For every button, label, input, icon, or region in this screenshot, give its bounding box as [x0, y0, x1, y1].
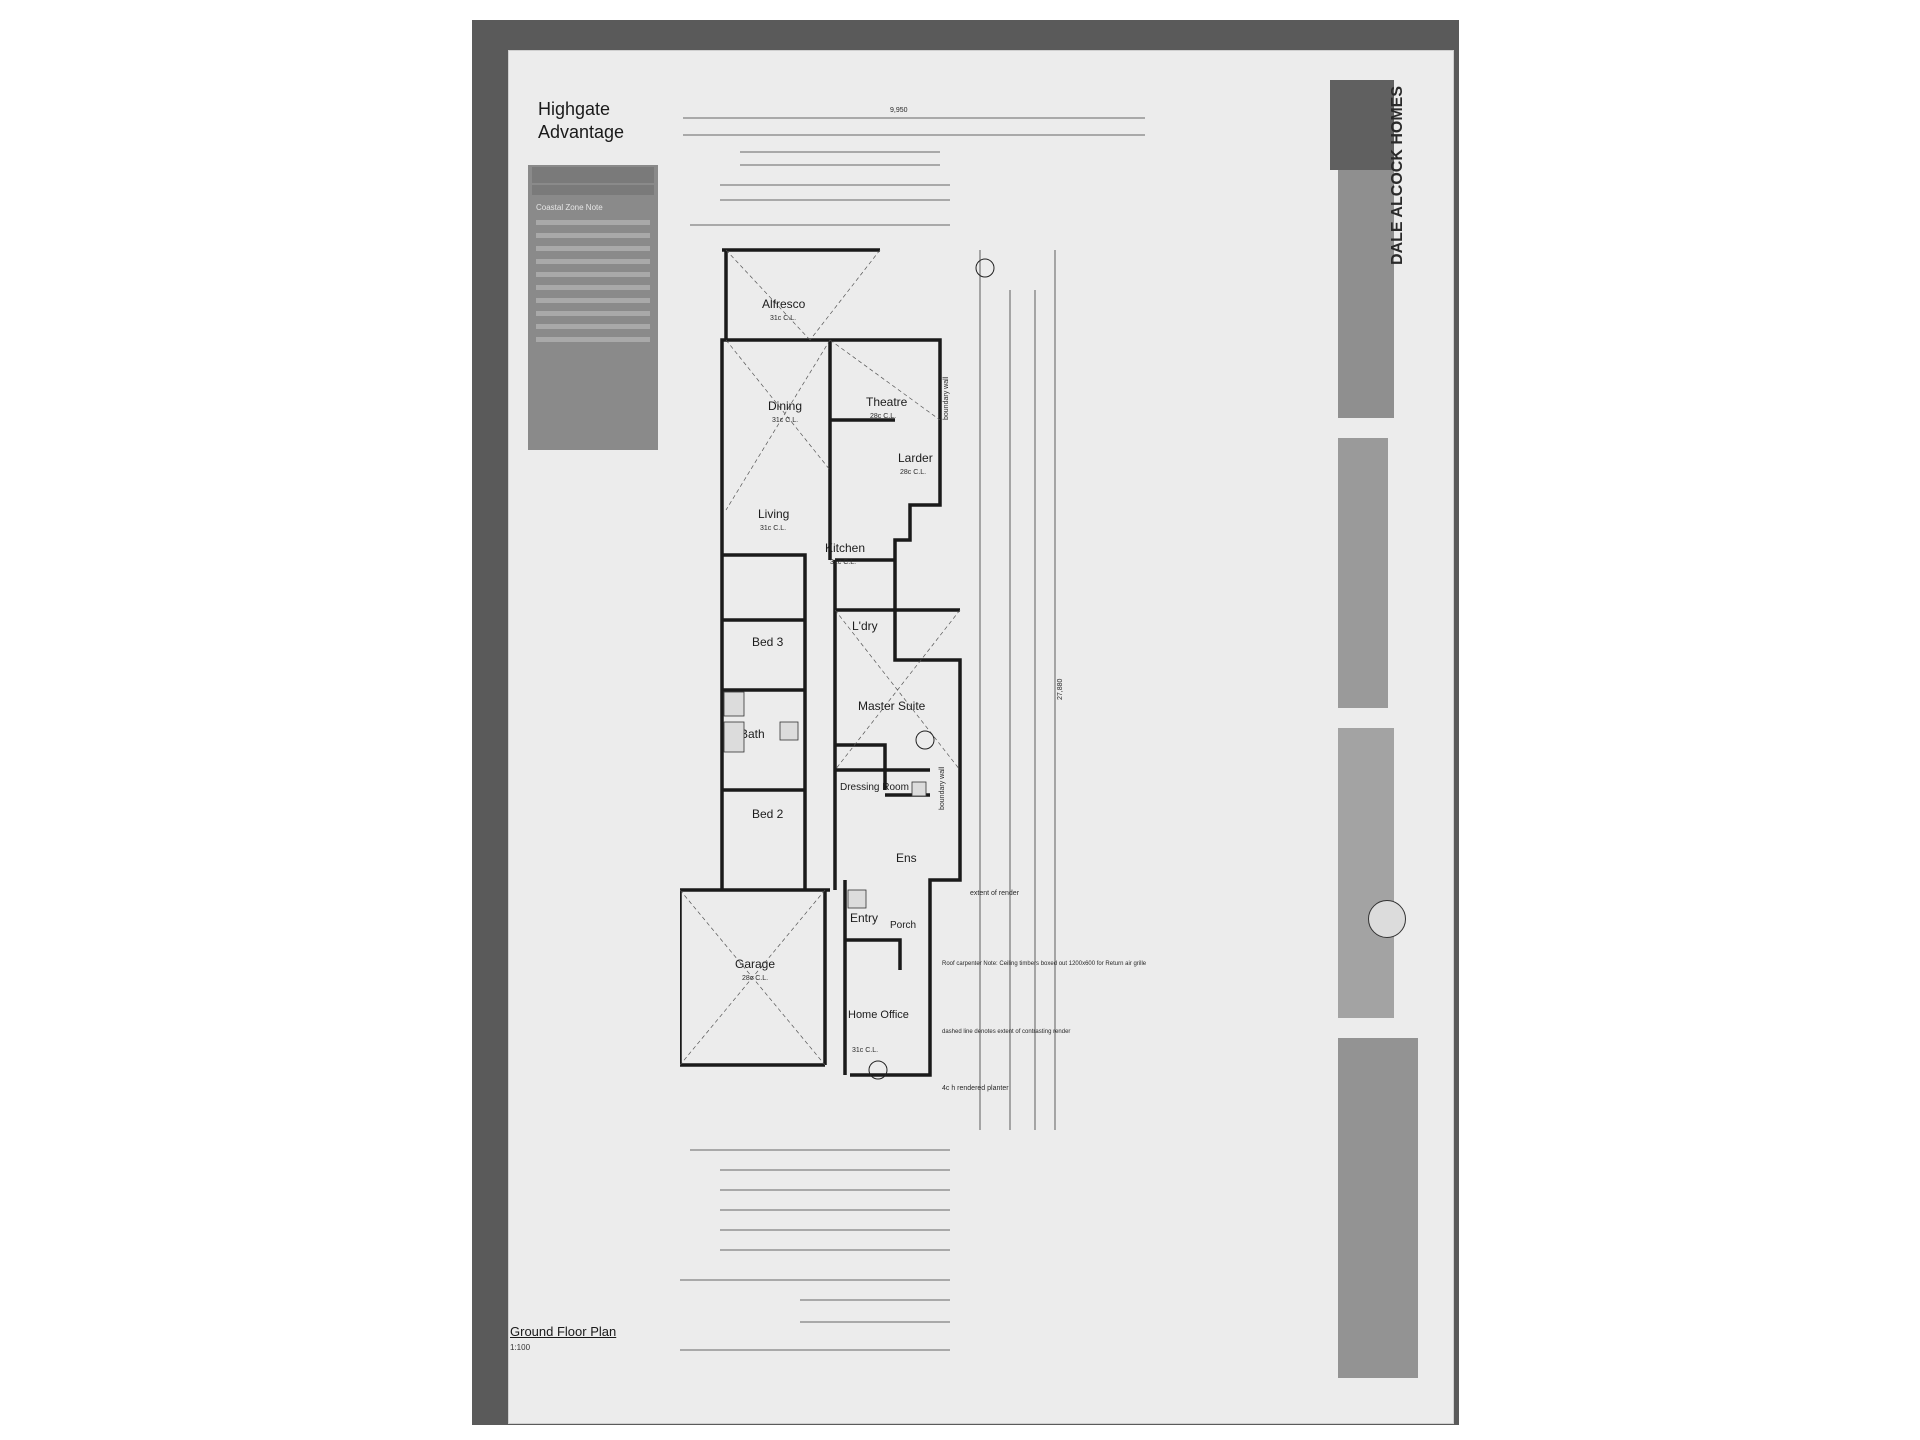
- boundary-wall-label: boundary wall: [943, 376, 950, 420]
- room-label-larder: Larder: [898, 451, 933, 465]
- note-line: [536, 324, 650, 329]
- bottom-dimensions: [680, 1149, 950, 1351]
- room-label-dressing-room: Dressing Room: [840, 782, 909, 793]
- note-line: [536, 220, 650, 225]
- ceiling-note: 31c C.L.: [770, 315, 796, 322]
- room-label-kitchen: Kitchen: [825, 541, 865, 555]
- room-label-alfresco: Alfresco: [762, 297, 806, 311]
- ceiling-note: 31c C.L.: [772, 417, 798, 424]
- builder-logo: [1330, 80, 1394, 170]
- room-label-ens: Ens: [896, 851, 917, 865]
- drawing-scale: 1:100: [510, 1343, 531, 1352]
- top-dimensions: [683, 117, 1145, 226]
- ceiling-note: 31c C.L.: [830, 559, 856, 566]
- room-label-bath: Bath: [740, 727, 765, 741]
- roof-carpenter-note: Roof carpenter Note: Ceiling timbers box…: [942, 961, 1147, 967]
- note-line: [536, 337, 650, 342]
- title-block-client: [1338, 438, 1388, 708]
- room-label-garage: Garage: [735, 957, 775, 971]
- notes-panel: Coastal Zone Note: [528, 165, 658, 450]
- drawing-title: Ground Floor Plan: [510, 1324, 617, 1339]
- right-dimensions: [979, 250, 1056, 1130]
- ceiling-note: 31c C.L.: [760, 525, 786, 532]
- note-line: [536, 298, 650, 303]
- note-line: [536, 246, 650, 251]
- overall-width-dim: 9,950: [890, 107, 908, 114]
- title-block: [1338, 78, 1446, 1378]
- ceiling-note: 31c C.L.: [852, 1047, 878, 1054]
- room-label-entry: Entry: [850, 911, 878, 925]
- ceiling-lines: [680, 249, 961, 1066]
- project-title: Highgate Advantage: [538, 99, 625, 142]
- title-block-area: [1338, 1038, 1418, 1378]
- boundary-wall-label: boundary wall: [939, 766, 946, 810]
- floor-plan: 9,950 27,880: [680, 107, 1147, 1351]
- ceiling-notes: 31c C.L. 31c C.L. 28c C.L. 28c C.L. 31c …: [742, 315, 926, 1054]
- section-markers: [868, 258, 995, 1080]
- note-line: [536, 259, 650, 264]
- note-line: [536, 311, 650, 316]
- ceiling-note: 28c C.L.: [742, 975, 768, 982]
- planter-note: 4c h rendered planter: [942, 1085, 1009, 1092]
- bath-fixtures: [723, 691, 927, 909]
- room-label-porch: Porch: [890, 920, 916, 931]
- room-label-master-suite: Master Suite: [858, 699, 926, 713]
- note-line: [536, 233, 650, 238]
- builder-logo-text: DALE ALCOCK HOMES: [1389, 86, 1406, 265]
- note-line: [536, 272, 650, 277]
- ceiling-note: 28c C.L.: [900, 469, 926, 476]
- room-label-home-office: Home Office: [848, 1009, 909, 1021]
- render-note: dashed line denotes extent of contrastin…: [942, 1029, 1070, 1035]
- walls: [680, 248, 962, 1077]
- room-label-bed-3: Bed 3: [752, 635, 784, 649]
- room-label-laundry: L'dry: [852, 619, 878, 633]
- room-label-living: Living: [758, 507, 789, 521]
- room-label-dining: Dining: [768, 399, 802, 413]
- notes-bar: [532, 185, 654, 195]
- ceiling-note: 28c C.L.: [870, 413, 896, 420]
- room-labels: Alfresco Dining Theatre Larder Living Ki…: [735, 297, 933, 1021]
- notes-header-bar: [532, 167, 654, 183]
- extent-render-note: extent of render: [970, 890, 1020, 897]
- north-arrow-icon: [1368, 900, 1406, 938]
- room-label-theatre: Theatre: [866, 395, 908, 409]
- title-block-amendments: [1338, 728, 1394, 1018]
- overall-length-dim: 27,880: [1057, 678, 1064, 700]
- title-block-top: [1338, 168, 1394, 418]
- note-line: [536, 285, 650, 290]
- coastal-note-title: Coastal Zone Note: [536, 203, 603, 212]
- plan-sheet: [508, 50, 1454, 1424]
- room-label-bed-2: Bed 2: [752, 807, 784, 821]
